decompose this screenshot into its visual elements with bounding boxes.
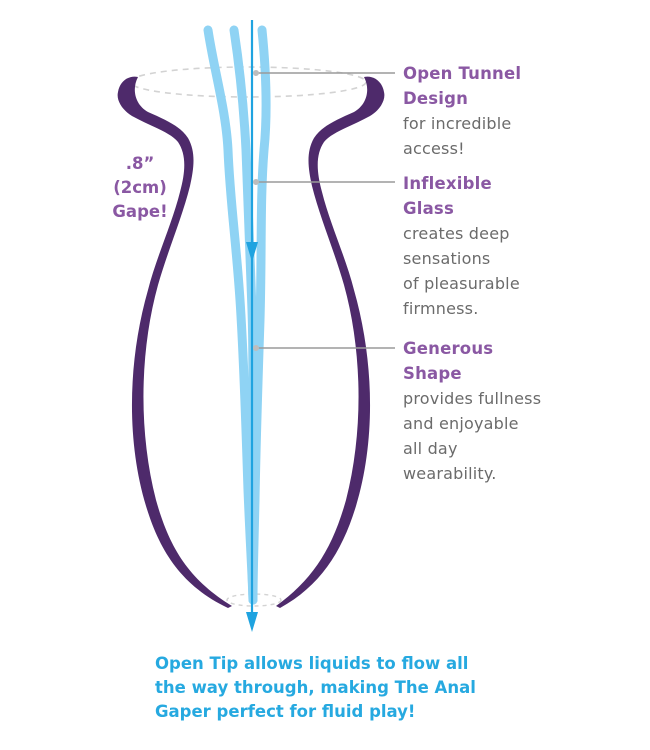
gape-label-line: .8” [125, 154, 155, 173]
callout-body: access! [403, 139, 465, 158]
caption-line: the way through, making The Anal [155, 678, 476, 697]
callout-body: for incredible [403, 114, 512, 133]
open-tip-caption: Open Tip allows liquids to flow all the … [155, 652, 476, 724]
flow-arrow-icon [246, 20, 258, 632]
callout-body: all day [403, 439, 458, 458]
callout-inflexible-glass: Inflexible Glass creates deep sensations… [403, 171, 520, 321]
top-opening-ellipse [129, 66, 367, 98]
callout-heading: Shape [403, 364, 462, 383]
callout-heading: Design [403, 89, 469, 108]
callout-heading: Inflexible [403, 174, 492, 193]
callout-heading: Generous [403, 339, 494, 358]
gape-label: .8” (2cm) Gape! [100, 152, 180, 224]
callout-body: creates deep [403, 224, 510, 243]
leader-lines [256, 72, 395, 349]
callout-body: of pleasurable [403, 274, 520, 293]
callout-body: firmness. [403, 299, 479, 318]
plug-left-wall [117, 76, 232, 609]
gape-label-line: (2cm) [113, 178, 167, 197]
callout-heading: Open Tunnel [403, 64, 522, 83]
callout-body: wearability. [403, 464, 497, 483]
caption-line: Gaper perfect for fluid play! [155, 702, 416, 721]
liquid-stream-right [248, 25, 271, 605]
plug-right-wall [276, 76, 385, 609]
callout-generous-shape: Generous Shape provides fullness and enj… [403, 336, 541, 486]
liquid-streams [203, 25, 271, 605]
caption-line: Open Tip allows liquids to flow all [155, 654, 469, 673]
gape-label-line: Gape! [112, 202, 168, 221]
callout-body: provides fullness [403, 389, 542, 408]
bottom-opening-ellipse [226, 593, 282, 607]
callout-open-tunnel: Open Tunnel Design for incredible access… [403, 61, 521, 161]
leader-dots [253, 70, 259, 351]
callout-body: and enjoyable [403, 414, 519, 433]
callout-heading: Glass [403, 199, 454, 218]
callout-body: sensations [403, 249, 491, 268]
